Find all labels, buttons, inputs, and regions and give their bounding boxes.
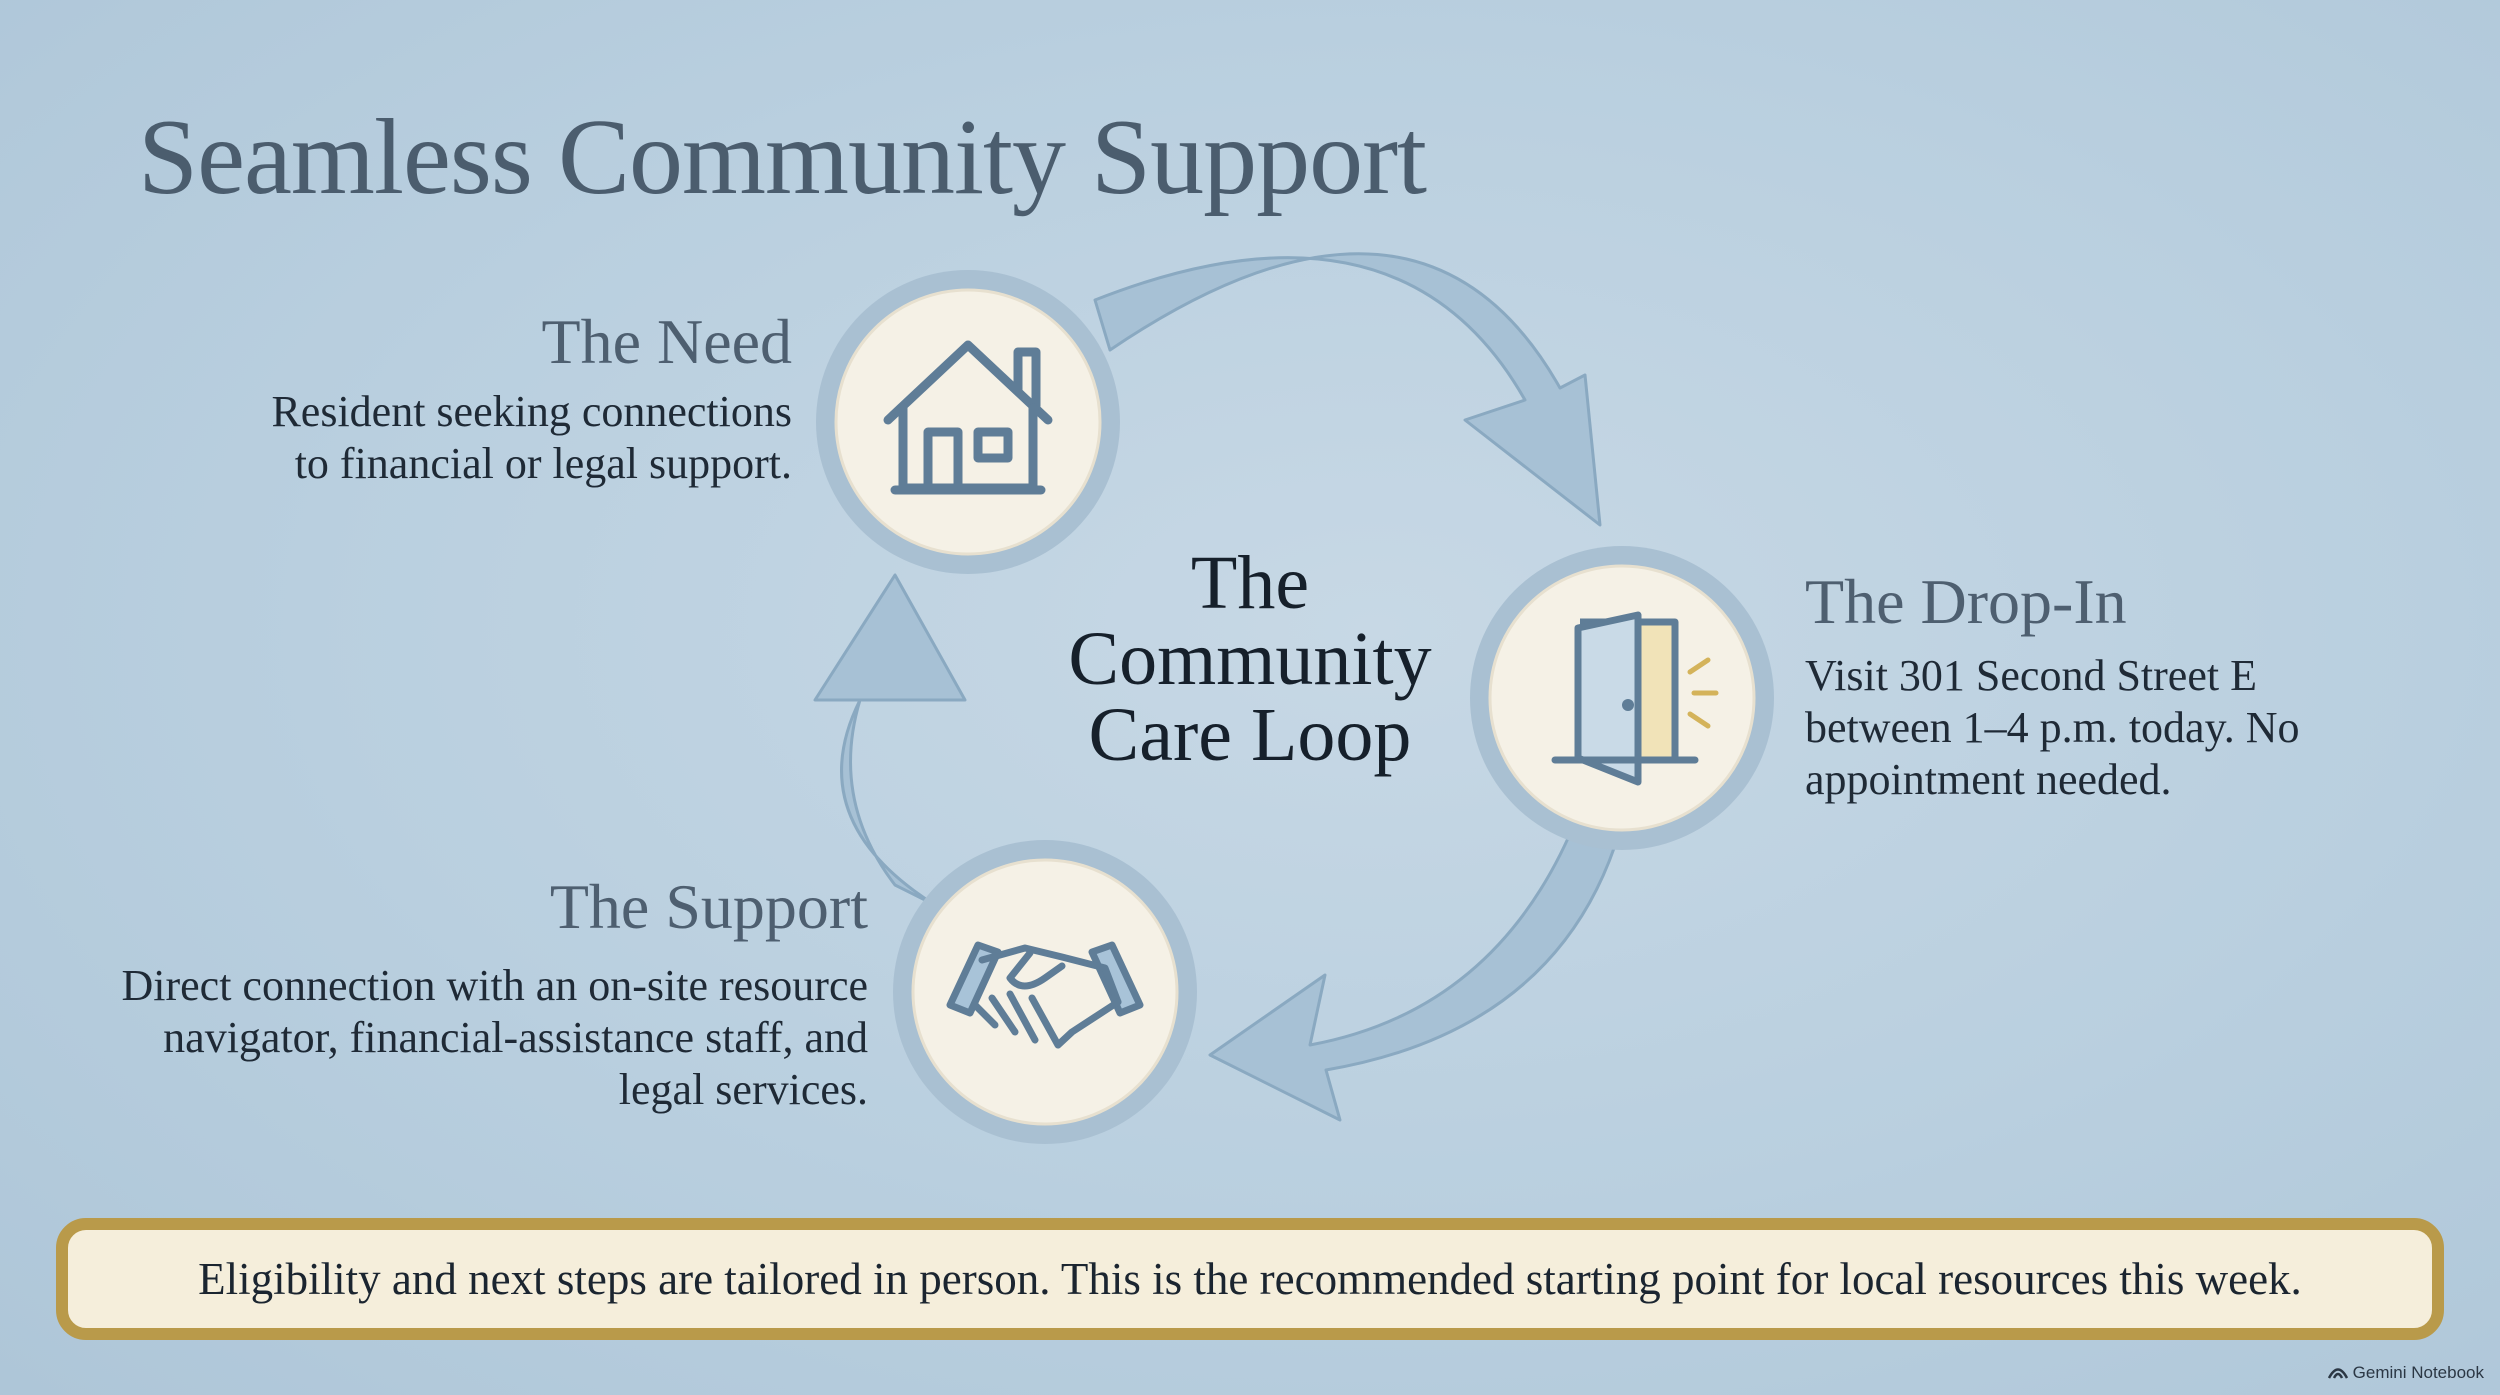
info-banner: Eligibility and next steps are tailored … — [56, 1218, 2444, 1340]
support-step-title: The Support — [549, 871, 868, 942]
open-door-icon — [1551, 611, 1719, 786]
dropin-step-description: Visit 301 Second Street E between 1–4 p.… — [1805, 651, 2300, 804]
info-banner-text: Eligibility and next steps are tailored … — [198, 1254, 2302, 1304]
arrow-dropin-to-support — [1208, 813, 1622, 1122]
house-icon — [883, 340, 1053, 495]
support-step-description: Direct connection with an on-site resour… — [121, 961, 869, 1114]
watermark: Gemini Notebook — [2327, 1363, 2484, 1383]
node-dropin — [1470, 546, 1774, 850]
arrow-support-to-need — [813, 573, 967, 907]
slide-title: Seamless Community Support — [138, 98, 1427, 217]
need-step-description: Resident seeking connections to financia… — [271, 387, 792, 488]
notebook-logo-icon — [2327, 1368, 2348, 1379]
watermark-text: Gemini Notebook — [2352, 1363, 2484, 1382]
handshake-icon — [946, 941, 1144, 1049]
arrow-need-to-dropin — [1093, 252, 1602, 527]
node-need — [816, 270, 1120, 574]
need-step-title: The Need — [541, 306, 792, 377]
dropin-step-title: The Drop-In — [1805, 566, 2127, 637]
node-support — [893, 840, 1197, 1144]
loop-center-label: The Community Care Loop — [1068, 541, 1432, 777]
